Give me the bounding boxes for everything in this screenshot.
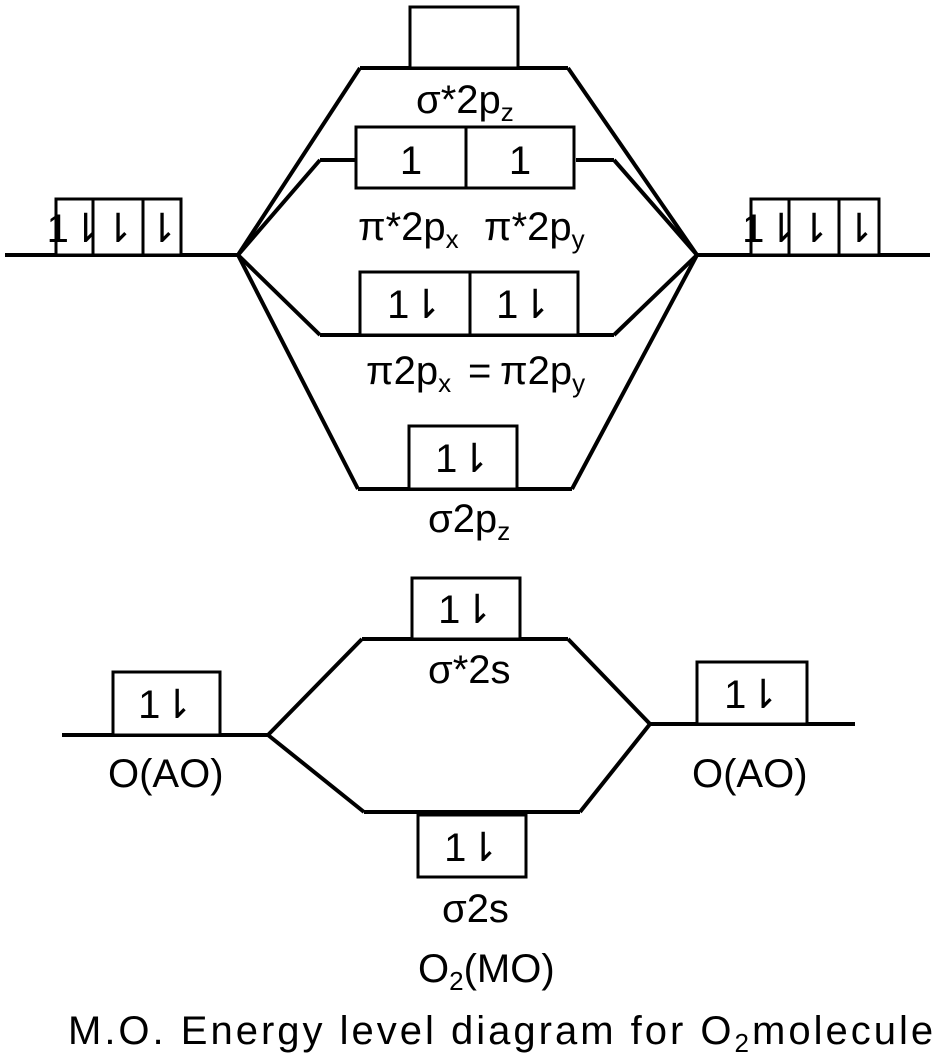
sigma-2pz-orbital: 1⇂ (407, 424, 519, 491)
label-o2-mo: O2(MO) (418, 947, 555, 996)
label-sigma-2s: σ2s (442, 887, 509, 931)
electron-pair-icon: 1⇂ (724, 673, 780, 717)
electron-down-icon: ⇂ (101, 207, 135, 251)
label-sigma-star-2pz: σ*2pz (416, 78, 514, 127)
electron-pair-icon: 1⇂ (742, 207, 798, 251)
right-2p-orbitals: 1⇂ ⇂ ⇂ (742, 197, 881, 257)
label-pi-star-2px: π*2px (358, 205, 459, 254)
electron-up-icon: 1 (509, 139, 531, 183)
label-pi-2px: π2px (366, 349, 451, 398)
sigma-2s-orbital: 1⇂ (416, 813, 528, 879)
pi-star-orbitals: 1 1 (354, 125, 576, 190)
electron-down-icon: ⇂ (842, 207, 876, 251)
label-sigma-star-2s: σ*2s (428, 648, 511, 692)
diagram-caption: M.O. Energy level diagram for O2molecule (68, 1009, 936, 1058)
label-pi-star-2py: π*2py (484, 205, 585, 254)
electron-pair-icon: 1⇂ (435, 437, 491, 481)
electron-up-icon: 1 (400, 139, 422, 183)
left-2p-orbitals: 1⇂ ⇂ ⇂ (47, 197, 183, 257)
electron-pair-icon: 1⇂ (438, 588, 494, 632)
label-o-ao-right: O(AO) (692, 752, 808, 796)
label-pi-equals: = (468, 349, 491, 393)
label-o-ao-left: O(AO) (108, 752, 224, 796)
electron-pair-icon: 1⇂ (47, 207, 103, 251)
left-2s-orbital: 1⇂ (111, 670, 222, 737)
right-2s-orbital: 1⇂ (695, 660, 809, 726)
sigma-star-2pz-orbital (408, 5, 520, 70)
electron-down-icon: ⇂ (797, 207, 831, 251)
label-sigma-2pz: σ2pz (428, 497, 510, 546)
electron-pair-icon: 1⇂ (387, 283, 443, 327)
electron-down-icon: ⇂ (145, 207, 179, 251)
sigma-star-2s-orbital: 1⇂ (410, 576, 522, 641)
label-pi-2py: π2py (500, 349, 585, 398)
electron-pair-icon: 1⇂ (138, 683, 194, 727)
electron-pair-icon: 1⇂ (496, 283, 552, 327)
electron-pair-icon: 1⇂ (444, 826, 500, 870)
pi-orbitals: 1⇂ 1⇂ (358, 270, 580, 337)
